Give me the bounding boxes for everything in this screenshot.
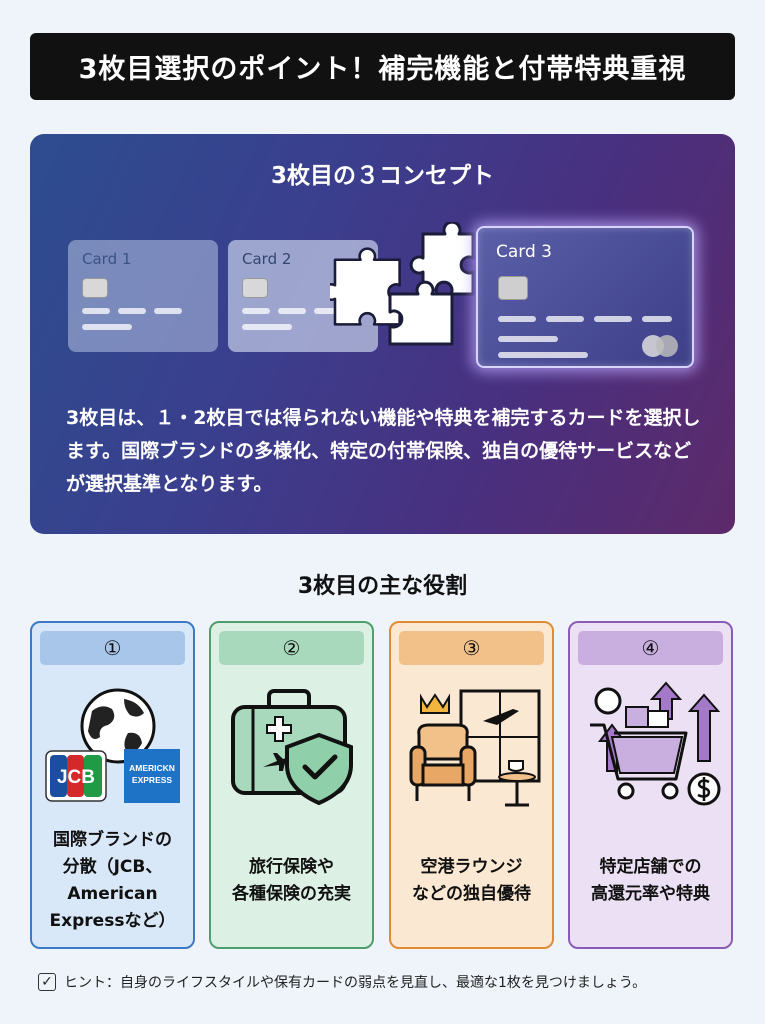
hint-text: ヒント：自身のライフスタイルや保有カードの弱点を見直し、最適な1枚を見つけましょ… xyxy=(64,975,647,991)
role-text: 旅行保険や 各種保険の充実 xyxy=(232,857,351,904)
role-text: 国際ブランドの 分散（JCB、 American Expressなど） xyxy=(49,830,176,931)
jcb-logo-text: JCB xyxy=(57,767,95,788)
concept-description: 3枚目は、１・2枚目では得られない機能や特典を補完するカードを選択します。国際ブ… xyxy=(66,407,701,495)
card-number-line xyxy=(314,308,342,314)
amex-logo-text-1: AMERICKN xyxy=(129,763,175,773)
card-2-label: Card 2 xyxy=(242,250,292,268)
puzzle-icon xyxy=(330,222,475,346)
role-text: 空港ラウンジ などの独自優待 xyxy=(412,857,531,904)
role-number: ③ xyxy=(399,631,544,665)
card-name-line xyxy=(242,324,292,330)
card-1: Card 1 xyxy=(68,240,218,352)
card-1-label: Card 1 xyxy=(82,250,132,268)
globe-brand-icon: JCB AMERICKN EXPRESS xyxy=(45,688,180,803)
card-number-line xyxy=(154,308,182,314)
chip-icon xyxy=(242,278,268,298)
card-number-line xyxy=(82,308,110,314)
check-icon: ✓ xyxy=(38,973,56,991)
role-card-2: ② 旅行保険や 各種保険の充実 xyxy=(209,621,374,949)
chip-icon xyxy=(82,278,108,298)
card-number-line xyxy=(546,316,584,322)
shopping-cart-icon xyxy=(590,681,721,806)
card-number-line xyxy=(642,316,672,322)
amex-logo-text-2: EXPRESS xyxy=(132,775,172,785)
card-number-line xyxy=(278,308,306,314)
card-number-line xyxy=(594,316,632,322)
card-3: Card 3 xyxy=(476,226,694,368)
hint: ✓ ヒント：自身のライフスタイルや保有カードの弱点を見直し、最適な1枚を見つけま… xyxy=(38,972,738,992)
concept-panel: 3枚目の３コンセプト Card 1 Card 2 Card 3 xyxy=(30,134,735,534)
roles-title: 3枚目の主な役割 xyxy=(297,574,468,599)
chip-icon xyxy=(498,276,528,300)
card-expiry-line xyxy=(498,352,588,358)
suitcase-shield-icon xyxy=(231,689,353,806)
role-number: ① xyxy=(40,631,185,665)
card-number-line xyxy=(242,308,270,314)
card-number-line xyxy=(118,308,146,314)
card-name-line xyxy=(82,324,132,330)
card-name-line xyxy=(498,336,558,342)
role-card-1: ① JCB AMERICKN EXPRESS 国際ブランドの 分散（JCB、 A… xyxy=(30,621,195,949)
card-number-line xyxy=(498,316,536,322)
card-3-label: Card 3 xyxy=(496,242,552,262)
role-number: ② xyxy=(219,631,364,665)
concept-title: 3枚目の３コンセプト xyxy=(270,163,494,189)
page-title: 3枚目選択のポイント！補完機能と付帯特典重視 xyxy=(30,33,735,100)
card-brand-icon xyxy=(642,335,678,357)
role-number: ④ xyxy=(578,631,723,665)
role-card-3: ③ 空港ラウンジ などの独自優待 xyxy=(389,621,554,949)
lounge-icon xyxy=(409,689,541,807)
role-text: 特定店舗での 高還元率や特典 xyxy=(591,857,710,904)
role-card-4: ④ 特定店舗での 高還元率や特典 xyxy=(568,621,733,949)
